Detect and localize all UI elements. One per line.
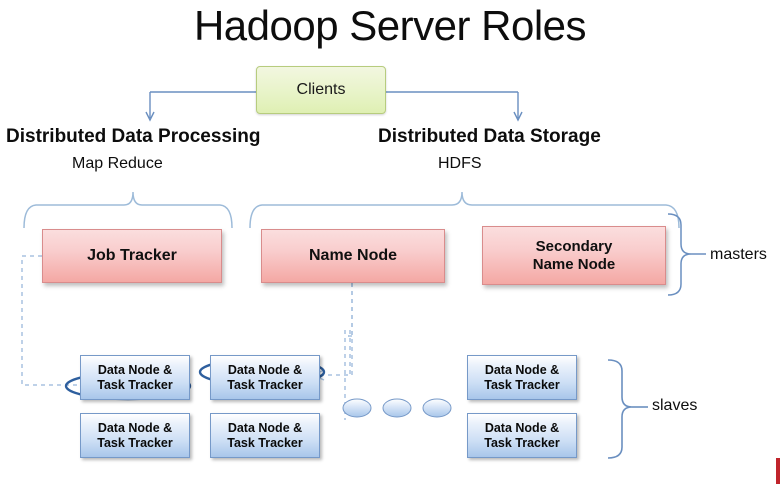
masters-brace bbox=[667, 213, 706, 296]
node-data-node-3-line-2: Task Tracker bbox=[97, 435, 173, 450]
clients-right-arrow-head bbox=[513, 111, 523, 122]
node-secondary-name-node[interactable]: Secondary Name Node bbox=[482, 226, 666, 285]
hdfs-brace bbox=[249, 191, 680, 229]
corner-marker bbox=[776, 458, 780, 484]
node-data-node-4[interactable]: Data Node & Task Tracker bbox=[210, 413, 320, 458]
ellipsis-dot-2 bbox=[382, 398, 412, 418]
node-name-node-label: Name Node bbox=[308, 246, 398, 264]
slave-extension-link bbox=[348, 330, 352, 376]
node-data-node-6[interactable]: Data Node & Task Tracker bbox=[467, 413, 577, 458]
node-data-node-2-line-2: Task Tracker bbox=[227, 377, 303, 392]
node-data-node-3-line-1: Data Node & bbox=[97, 420, 173, 435]
node-job-tracker[interactable]: Job Tracker bbox=[42, 229, 222, 283]
node-data-node-6-line-2: Task Tracker bbox=[484, 435, 560, 450]
namenode-to-slave-link bbox=[318, 283, 353, 376]
node-data-node-2[interactable]: Data Node & Task Tracker bbox=[210, 355, 320, 400]
node-data-node-1-line-2: Task Tracker bbox=[97, 377, 173, 392]
slaves-group-label: slaves bbox=[652, 397, 698, 414]
node-data-node-1-line-1: Data Node & bbox=[97, 362, 173, 377]
node-job-tracker-label: Job Tracker bbox=[87, 246, 177, 264]
node-name-node[interactable]: Name Node bbox=[261, 229, 445, 283]
node-data-node-1[interactable]: Data Node & Task Tracker bbox=[80, 355, 190, 400]
node-data-node-6-line-1: Data Node & bbox=[484, 420, 560, 435]
branch-subtitle-hdfs: HDFS bbox=[438, 155, 482, 172]
node-data-node-2-line-1: Data Node & bbox=[227, 362, 303, 377]
clients-left-arrow-head bbox=[145, 111, 155, 122]
node-data-node-4-line-1: Data Node & bbox=[227, 420, 303, 435]
masters-group-label: masters bbox=[710, 246, 767, 263]
node-secondary-line-1: Secondary bbox=[535, 237, 613, 255]
branch-heading-processing: Distributed Data Processing bbox=[6, 126, 261, 147]
ellipsis-dot-3 bbox=[422, 398, 452, 418]
namenode-right-branch bbox=[348, 283, 353, 337]
page-title: Hadoop Server Roles bbox=[193, 2, 587, 49]
mapreduce-brace bbox=[23, 191, 233, 229]
branch-subtitle-mapreduce: Map Reduce bbox=[72, 155, 163, 172]
node-secondary-line-2: Name Node bbox=[532, 255, 616, 273]
node-data-node-5-line-1: Data Node & bbox=[484, 362, 560, 377]
node-data-node-5-line-2: Task Tracker bbox=[484, 377, 560, 392]
clients-label: Clients bbox=[296, 80, 346, 98]
branch-heading-storage: Distributed Data Storage bbox=[378, 126, 601, 147]
node-data-node-3[interactable]: Data Node & Task Tracker bbox=[80, 413, 190, 458]
slaves-brace bbox=[607, 359, 648, 459]
clients-box[interactable]: Clients bbox=[256, 66, 386, 114]
node-data-node-5[interactable]: Data Node & Task Tracker bbox=[467, 355, 577, 400]
node-data-node-4-line-2: Task Tracker bbox=[227, 435, 303, 450]
ellipsis-dot-1 bbox=[342, 398, 372, 418]
